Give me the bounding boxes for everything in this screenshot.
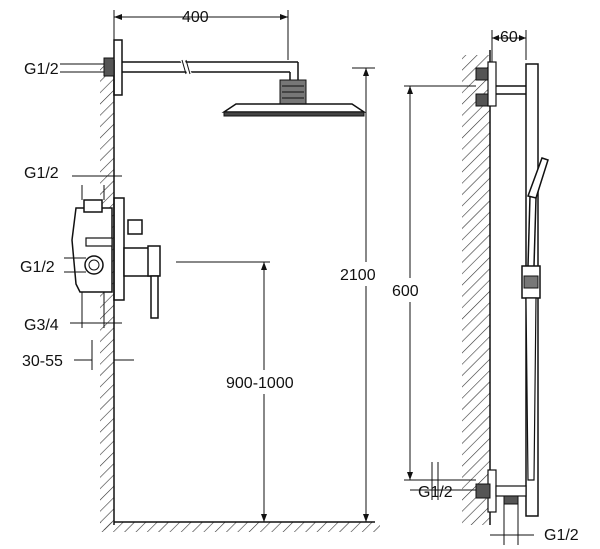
right-wall (462, 50, 491, 525)
arm-length-dimension: 400 (113, 9, 289, 60)
mixer-middle-thread-label: G1/2 (20, 259, 55, 276)
wall-depth-label: 30-55 (22, 353, 63, 370)
rail-offset-label: 60 (500, 29, 518, 46)
mixer-lower-thread-label: G3/4 (24, 317, 59, 334)
mixer-lower-thread-dimension: G3/4 (24, 292, 122, 334)
outlet-elbow (475, 469, 527, 513)
mixer-valve (71, 197, 161, 319)
mixer-height-dimension: 900-1000 (176, 261, 308, 522)
mixer-height-label: 900-1000 (226, 375, 294, 392)
arm-thread-label: G1/2 (24, 61, 59, 78)
mixer-middle-thread-dimension: G1/2 (20, 257, 86, 276)
rail-offset-dimension: 60 (491, 29, 527, 62)
rail-inlet-thread-label: G1/2 (418, 484, 453, 501)
arm-length-label: 400 (182, 9, 209, 26)
mixer-upper-thread-label: G1/2 (24, 165, 59, 182)
shower-head (221, 79, 367, 117)
mixer-upper-thread-dimension: G1/2 (24, 165, 122, 200)
hand-shower (521, 157, 549, 481)
rail-outlet-thread-dimension: G1/2 (490, 504, 579, 545)
rail-height-label: 600 (392, 283, 419, 300)
total-height-label: 2100 (340, 267, 376, 284)
rail-inlet-thread-dimension: G1/2 (410, 462, 476, 501)
rail-outlet-thread-label: G1/2 (544, 527, 579, 544)
total-height-dimension: 2100 (338, 67, 384, 522)
shower-arm (103, 39, 299, 96)
left-wall (100, 60, 380, 532)
wall-depth-dimension: 30-55 (22, 340, 134, 370)
arm-thread-dimension: G1/2 (24, 61, 104, 78)
rail-height-dimension: 600 (390, 85, 476, 481)
